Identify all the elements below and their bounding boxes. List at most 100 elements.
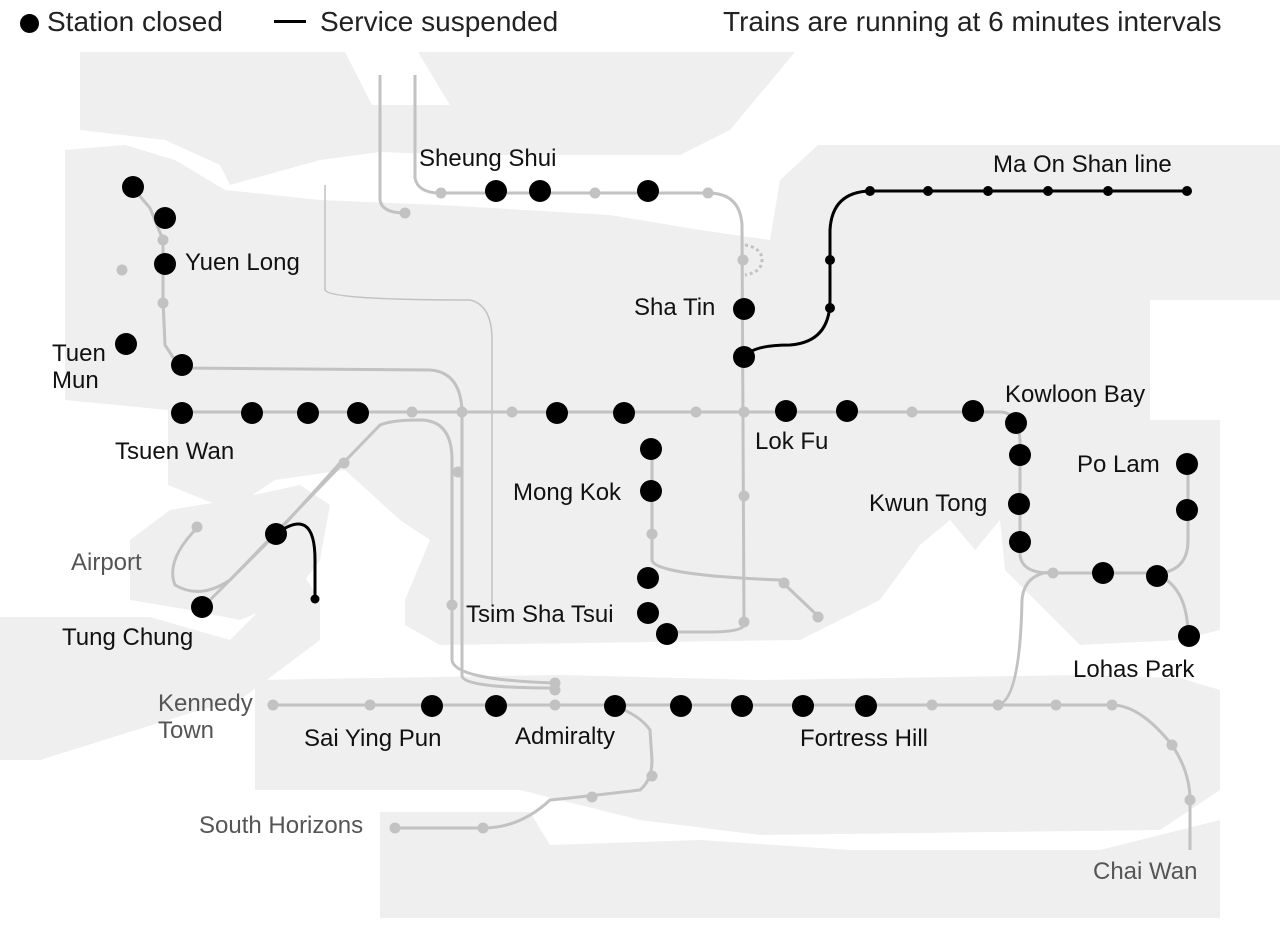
label-tung-chung: Tung Chung: [62, 624, 194, 651]
closed-station-25: [1009, 531, 1031, 553]
closed-station-23: [1009, 444, 1031, 466]
label-kennedy-town: Kennedy Town: [158, 690, 253, 744]
label-admiralty: Admiralty: [515, 723, 616, 750]
closed-station-11: [613, 402, 635, 424]
open-station-35: [1184, 794, 1196, 806]
closed-station-42: [855, 695, 877, 717]
closed-station-20: [836, 400, 858, 422]
label-airport: Airport: [71, 549, 142, 576]
open-station-7: [116, 264, 128, 276]
closed-station-8: [297, 402, 319, 424]
closed-station-18: [733, 346, 755, 368]
open-station-45: [1182, 186, 1192, 196]
open-station-9: [406, 406, 418, 418]
open-station-26: [549, 684, 561, 696]
open-station-30: [926, 699, 938, 711]
label-sha-tin: Sha Tin: [634, 294, 716, 321]
label-ma-on-shan-line: Ma On Shan line: [993, 151, 1172, 178]
closed-station-26: [1176, 453, 1198, 475]
land-area-6: [380, 812, 1220, 918]
closed-station-21: [962, 400, 984, 422]
closed-station-29: [1146, 565, 1168, 587]
open-station-28: [364, 699, 376, 711]
route-line-10: [324, 185, 493, 605]
closed-station-27: [1176, 499, 1198, 521]
closed-station-12: [640, 438, 662, 460]
closed-station-14: [637, 567, 659, 589]
closed-station-16: [656, 623, 678, 645]
open-station-16: [778, 577, 790, 589]
open-station-15: [738, 490, 750, 502]
closed-station-28: [1092, 562, 1114, 584]
open-station-46: [825, 255, 835, 265]
label-mong-kok: Mong Kok: [513, 479, 622, 506]
closed-station-5: [171, 354, 193, 376]
suspended-line-1: [743, 189, 1187, 358]
open-station-21: [646, 528, 658, 540]
label-south-horizons: South Horizons: [199, 812, 364, 839]
open-station-40: [865, 186, 875, 196]
legend-service-suspended: Service suspended: [274, 6, 558, 38]
closed-station-10: [546, 402, 568, 424]
legend-closed-label: Station closed: [47, 6, 223, 37]
closed-station-3: [154, 253, 176, 275]
route-line-8: [395, 704, 654, 830]
open-station-5: [737, 254, 749, 266]
closed-station-22: [1005, 412, 1027, 434]
land-area-4: [0, 570, 320, 760]
open-station-11: [506, 406, 518, 418]
open-station-41: [923, 186, 933, 196]
open-station-47: [825, 303, 835, 313]
open-station-14: [906, 406, 918, 418]
open-station-6: [157, 297, 169, 309]
open-station-43: [1043, 186, 1053, 196]
closed-station-35: [191, 596, 213, 618]
open-station-27: [267, 699, 279, 711]
open-station-8: [157, 234, 169, 246]
route-line-5: [171, 418, 556, 685]
closed-station-15: [637, 602, 659, 624]
open-station-20: [452, 466, 464, 478]
closed-station-7: [241, 402, 263, 424]
open-station-18: [338, 457, 350, 469]
label-sheung-shui: Sheung Shui: [419, 145, 557, 172]
closed-station-6: [171, 402, 193, 424]
open-station-10: [456, 406, 468, 418]
open-station-4: [702, 187, 714, 199]
open-station-38: [477, 822, 489, 834]
closed-station-31: [485, 180, 507, 202]
label-lok-fu: Lok Fu: [755, 428, 829, 455]
closed-station-36: [421, 695, 443, 717]
closed-station-4: [115, 333, 137, 355]
closed-station-1: [122, 176, 144, 198]
legend-suspended-label: Service suspended: [320, 6, 559, 37]
interval-notice: Trains are running at 6 minutes interval…: [723, 6, 1222, 37]
closed-station-34: [265, 523, 287, 545]
label-tsim-sha-tsui: Tsim Sha Tsui: [466, 601, 614, 628]
land-area-1: [80, 52, 795, 185]
suspended-line-legend-icon: [274, 20, 306, 23]
closed-station-legend-icon: [20, 14, 39, 33]
open-stations: [116, 186, 1196, 834]
open-station-31: [992, 699, 1004, 711]
open-station-32: [1050, 699, 1062, 711]
closed-station-37: [485, 695, 507, 717]
open-station-3: [589, 187, 601, 199]
closed-station-39: [670, 695, 692, 717]
label-tuen-mun: Tuen Mun: [52, 340, 106, 394]
closed-station-32: [529, 180, 551, 202]
label-chai-wan: Chai Wan: [1093, 858, 1198, 885]
label-tsuen-wan: Tsuen Wan: [115, 438, 235, 465]
closed-station-33: [637, 180, 659, 202]
label-kwun-tong: Kwun Tong: [869, 490, 988, 517]
open-station-33: [1106, 699, 1118, 711]
label-po-lam: Po Lam: [1077, 451, 1160, 478]
closed-station-38: [604, 695, 626, 717]
land-area-2: [65, 145, 1280, 645]
closed-station-30: [1178, 625, 1200, 647]
label-fortress-hill: Fortress Hill: [800, 725, 929, 752]
open-station-34: [1166, 739, 1178, 751]
legend-station-closed: Station closed: [20, 6, 223, 38]
closed-station-40: [731, 695, 753, 717]
